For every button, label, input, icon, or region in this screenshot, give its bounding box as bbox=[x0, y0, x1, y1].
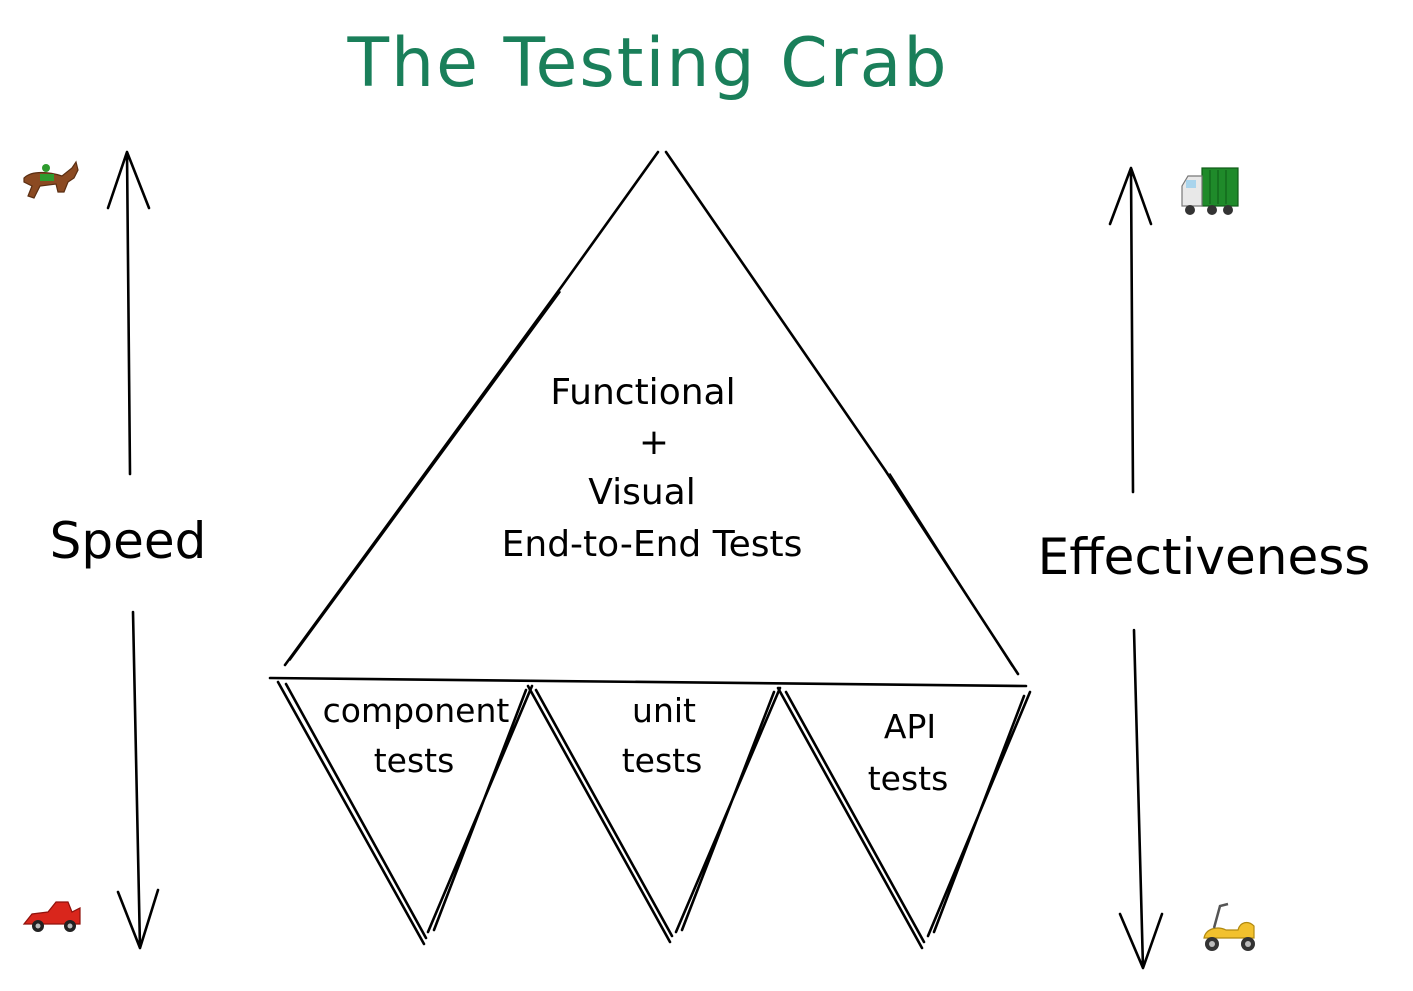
truck-icon bbox=[1181, 167, 1239, 215]
e2e-triangle-outline bbox=[283, 150, 660, 667]
e2e-triangle: Functional + Visual End-to-End Tests bbox=[268, 150, 1028, 688]
racing-car-icon bbox=[22, 901, 81, 932]
leg-component-outline bbox=[276, 680, 428, 946]
leg-unit-line2: tests bbox=[622, 741, 703, 780]
speed-up-arrow bbox=[106, 150, 151, 476]
effectiveness-down-arrow bbox=[1118, 628, 1164, 970]
speed-label: Speed bbox=[50, 512, 207, 570]
leg-component-tests: component tests bbox=[276, 680, 534, 946]
horse-racing-icon bbox=[23, 160, 79, 199]
speed-axis: Speed bbox=[50, 150, 207, 950]
e2e-line-tests: End-to-End Tests bbox=[502, 524, 803, 565]
leg-api-tests: API tests bbox=[776, 686, 1032, 950]
e2e-line-functional: Functional bbox=[550, 372, 735, 413]
leg-component-line1: component bbox=[323, 691, 510, 730]
crab-base-line bbox=[268, 676, 1028, 688]
diagram-title: The Testing Crab bbox=[346, 24, 948, 103]
motor-scooter-icon bbox=[1203, 902, 1255, 951]
leg-api-line2: tests bbox=[868, 759, 949, 798]
e2e-line-plus: + bbox=[639, 422, 669, 463]
leg-api-outline bbox=[776, 686, 926, 950]
leg-api-line1: API bbox=[884, 707, 936, 746]
e2e-line-visual: Visual bbox=[588, 472, 695, 513]
speed-down-arrow bbox=[116, 610, 160, 950]
effectiveness-label: Effectiveness bbox=[1038, 528, 1371, 586]
effectiveness-up-arrow bbox=[1108, 166, 1153, 494]
leg-unit-line1: unit bbox=[632, 691, 696, 730]
leg-component-line2: tests bbox=[374, 741, 455, 780]
leg-unit-tests: unit tests bbox=[526, 684, 782, 944]
effectiveness-axis: Effectiveness bbox=[1038, 166, 1371, 970]
leg-unit-outline bbox=[526, 684, 674, 944]
